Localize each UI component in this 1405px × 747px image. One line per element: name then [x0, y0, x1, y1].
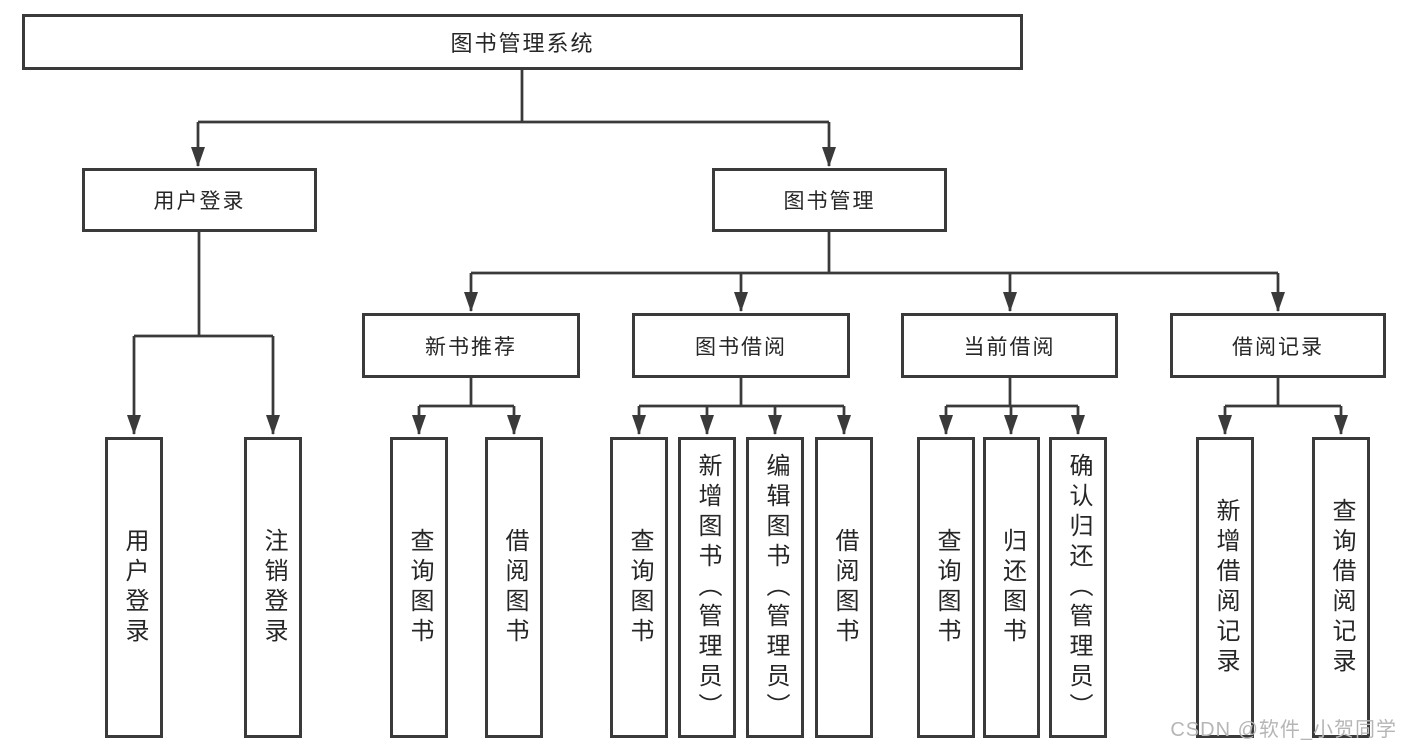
node-book-borrow: 图书借阅	[632, 313, 850, 378]
leaf-newbooks-search-books: 查询图书	[390, 437, 448, 738]
leaf-borrow-search-books: 查询图书	[610, 437, 668, 738]
edge-borrow-records-to-leaves	[1218, 378, 1348, 435]
leaf-logout-login: 注销登录	[244, 437, 302, 738]
node-root: 图书管理系统	[22, 14, 1023, 70]
node-current-borrow: 当前借阅	[901, 313, 1118, 378]
edge-current-borrow-to-leaves	[939, 378, 1085, 435]
edge-root-to-level2	[191, 70, 836, 167]
node-borrow-records: 借阅记录	[1170, 313, 1386, 378]
leaf-borrow-edit-books-admin: 编辑图书（管理员）	[746, 437, 804, 738]
leaf-current-confirm-return-admin: 确认归还（管理员）	[1049, 437, 1107, 738]
edge-user-login-to-leaves	[127, 232, 280, 435]
leaf-current-search-books: 查询图书	[917, 437, 975, 738]
edge-book-borrow-to-leaves	[632, 378, 851, 435]
edge-book-mgmt-to-level3	[464, 232, 1285, 312]
node-user-login: 用户登录	[82, 168, 317, 232]
leaf-newbooks-borrow-books: 借阅图书	[485, 437, 543, 738]
csdn-watermark: CSDN @软件_小贺同学	[1170, 719, 1397, 741]
edge-new-books-to-leaves	[412, 378, 521, 435]
node-book-mgmt: 图书管理	[712, 168, 947, 232]
leaf-records-add-record: 新增借阅记录	[1196, 437, 1254, 738]
leaf-current-return-books: 归还图书	[983, 437, 1040, 738]
leaf-user-login: 用户登录	[105, 437, 163, 738]
node-new-books: 新书推荐	[362, 313, 580, 378]
leaf-records-search-record: 查询借阅记录	[1312, 437, 1370, 738]
leaf-borrow-borrow-books: 借阅图书	[815, 437, 873, 738]
leaf-borrow-add-books-admin: 新增图书（管理员）	[678, 437, 736, 738]
